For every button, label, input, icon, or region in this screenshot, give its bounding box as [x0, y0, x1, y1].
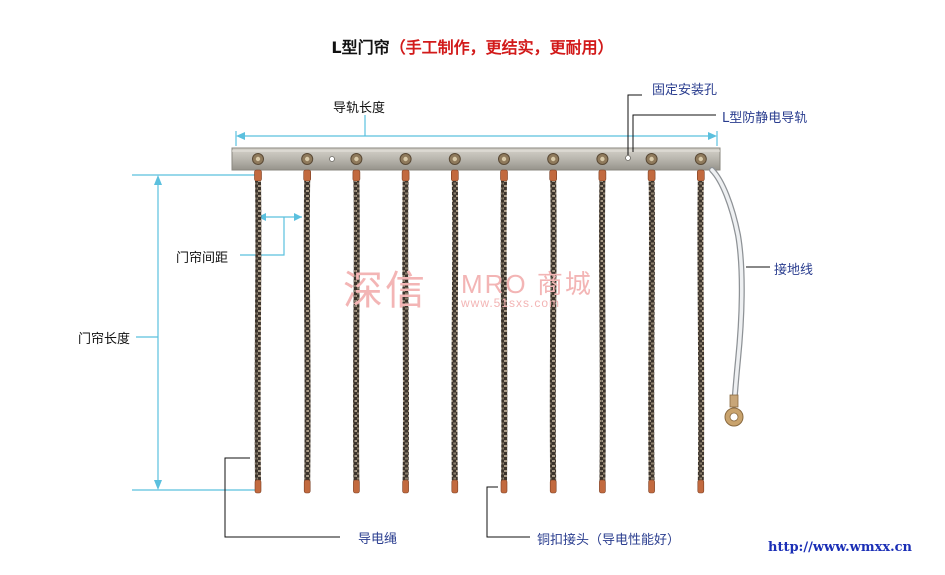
curtain-length-label: 门帘长度 [78, 332, 131, 347]
arrow-down-icon [154, 480, 162, 490]
top-copper-clip [598, 169, 607, 182]
arrow-right-icon [708, 132, 717, 140]
conductive-rope-strip [451, 180, 459, 483]
conductive-rope-strip [402, 180, 410, 483]
copper-buckle [500, 479, 508, 494]
conductive-rope-strip [500, 180, 508, 483]
rail-rivet-center [551, 156, 556, 162]
watermark-mro: MRO 商城 [461, 269, 593, 299]
arrow-left-icon [236, 132, 245, 140]
strip-edge [501, 180, 504, 483]
mount-hole-icon [329, 156, 335, 162]
top-copper-clip [696, 169, 705, 182]
top-copper-clip [254, 169, 262, 182]
title-main: L型门帘 [331, 38, 390, 57]
spacing-dimension [240, 213, 302, 256]
ground-wire [709, 167, 745, 427]
conductive-rope-strip [598, 180, 606, 483]
strip-spacing-label: 门帘间距 [176, 251, 229, 266]
conductive-rope-label: 导电绳 [358, 532, 398, 547]
ground-crimp [729, 394, 739, 408]
rail-body [231, 147, 721, 171]
watermark: 深信 MRO 商城 www.51sxs.com [343, 258, 591, 316]
rail-rivet-center [649, 156, 654, 162]
strip-edge [354, 180, 356, 483]
top-copper-clip [647, 169, 656, 182]
conductive-rope-strip [697, 180, 705, 483]
copper-buckle [648, 479, 655, 494]
conductive-rope-strip [648, 180, 656, 483]
watermark-brand: 深信 [343, 268, 427, 314]
copper-buckle [353, 479, 360, 494]
rail-rivet-center [452, 156, 457, 162]
arrow-up-icon [154, 175, 162, 185]
arrow-left-icon [258, 213, 266, 221]
mount-hole-label: 固定安装孔 [652, 83, 718, 98]
top-copper-clip [549, 169, 558, 182]
rail-leader [632, 114, 716, 152]
strip-edge [452, 180, 455, 483]
ring-terminal-hole [729, 412, 739, 422]
mount-hole-leader [627, 94, 642, 155]
top-copper-clip [401, 169, 410, 182]
copper-buckle [549, 479, 557, 494]
arrow-right-icon [294, 213, 302, 221]
rail-rivet-center [698, 156, 703, 162]
site-url: http://www.wmxx.cn [768, 540, 912, 555]
conductive-rope-strip [254, 180, 262, 483]
top-copper-clip [500, 169, 508, 182]
strip-edge [698, 180, 701, 483]
copper-buckle [402, 479, 409, 494]
rail-rivet-center [600, 156, 605, 162]
top-copper-clip [303, 169, 312, 182]
spacing-leader [240, 217, 285, 256]
buckle-leader [486, 486, 530, 538]
copper-buckle [303, 479, 311, 494]
ground-wire-label: 接地线 [774, 263, 814, 278]
conductive-rope-strip [352, 180, 360, 483]
rail-length-label: 导轨长度 [333, 101, 386, 116]
copper-buckle [697, 479, 705, 494]
copper-buckle [451, 479, 459, 494]
copper-buckle-label: 铜扣接头（导电性能好） [537, 533, 681, 548]
watermark-url: www.51sxs.com [461, 296, 561, 310]
rope-leader [224, 457, 340, 538]
curtain-length-dimension [132, 174, 255, 491]
rail-label: L型防静电导轨 [722, 111, 808, 126]
strip-edge [600, 180, 602, 483]
conductive-rope-strip [549, 180, 557, 483]
page-title: L型门帘（手工制作，更结实，更耐用） [0, 34, 945, 58]
strip-edge [255, 180, 258, 483]
strip-edge [649, 180, 651, 483]
rail-fixtures [252, 153, 707, 165]
curtain-strips [254, 169, 705, 494]
copper-buckle [599, 479, 606, 494]
strip-edge [403, 180, 405, 483]
rail-rivet-center [403, 156, 408, 162]
rail-rivet-center [501, 156, 507, 162]
l-shaped-rail [231, 147, 721, 171]
rail-length-dimension [235, 115, 718, 146]
rail-rivet-center [305, 156, 310, 162]
copper-buckle [254, 479, 262, 494]
ground-wire-core [710, 168, 744, 407]
strip-edge [550, 180, 553, 483]
title-note: （手工制作，更结实，更耐用） [389, 38, 614, 57]
top-copper-clip [450, 169, 459, 182]
rail-rivet-center [354, 156, 359, 162]
conductive-rope-strip [303, 180, 311, 483]
annotation-leaders [224, 94, 770, 538]
top-copper-clip [352, 169, 361, 182]
rail-rivet-center [255, 156, 261, 162]
strip-edge [304, 180, 307, 483]
mount-hole-icon [625, 155, 631, 161]
